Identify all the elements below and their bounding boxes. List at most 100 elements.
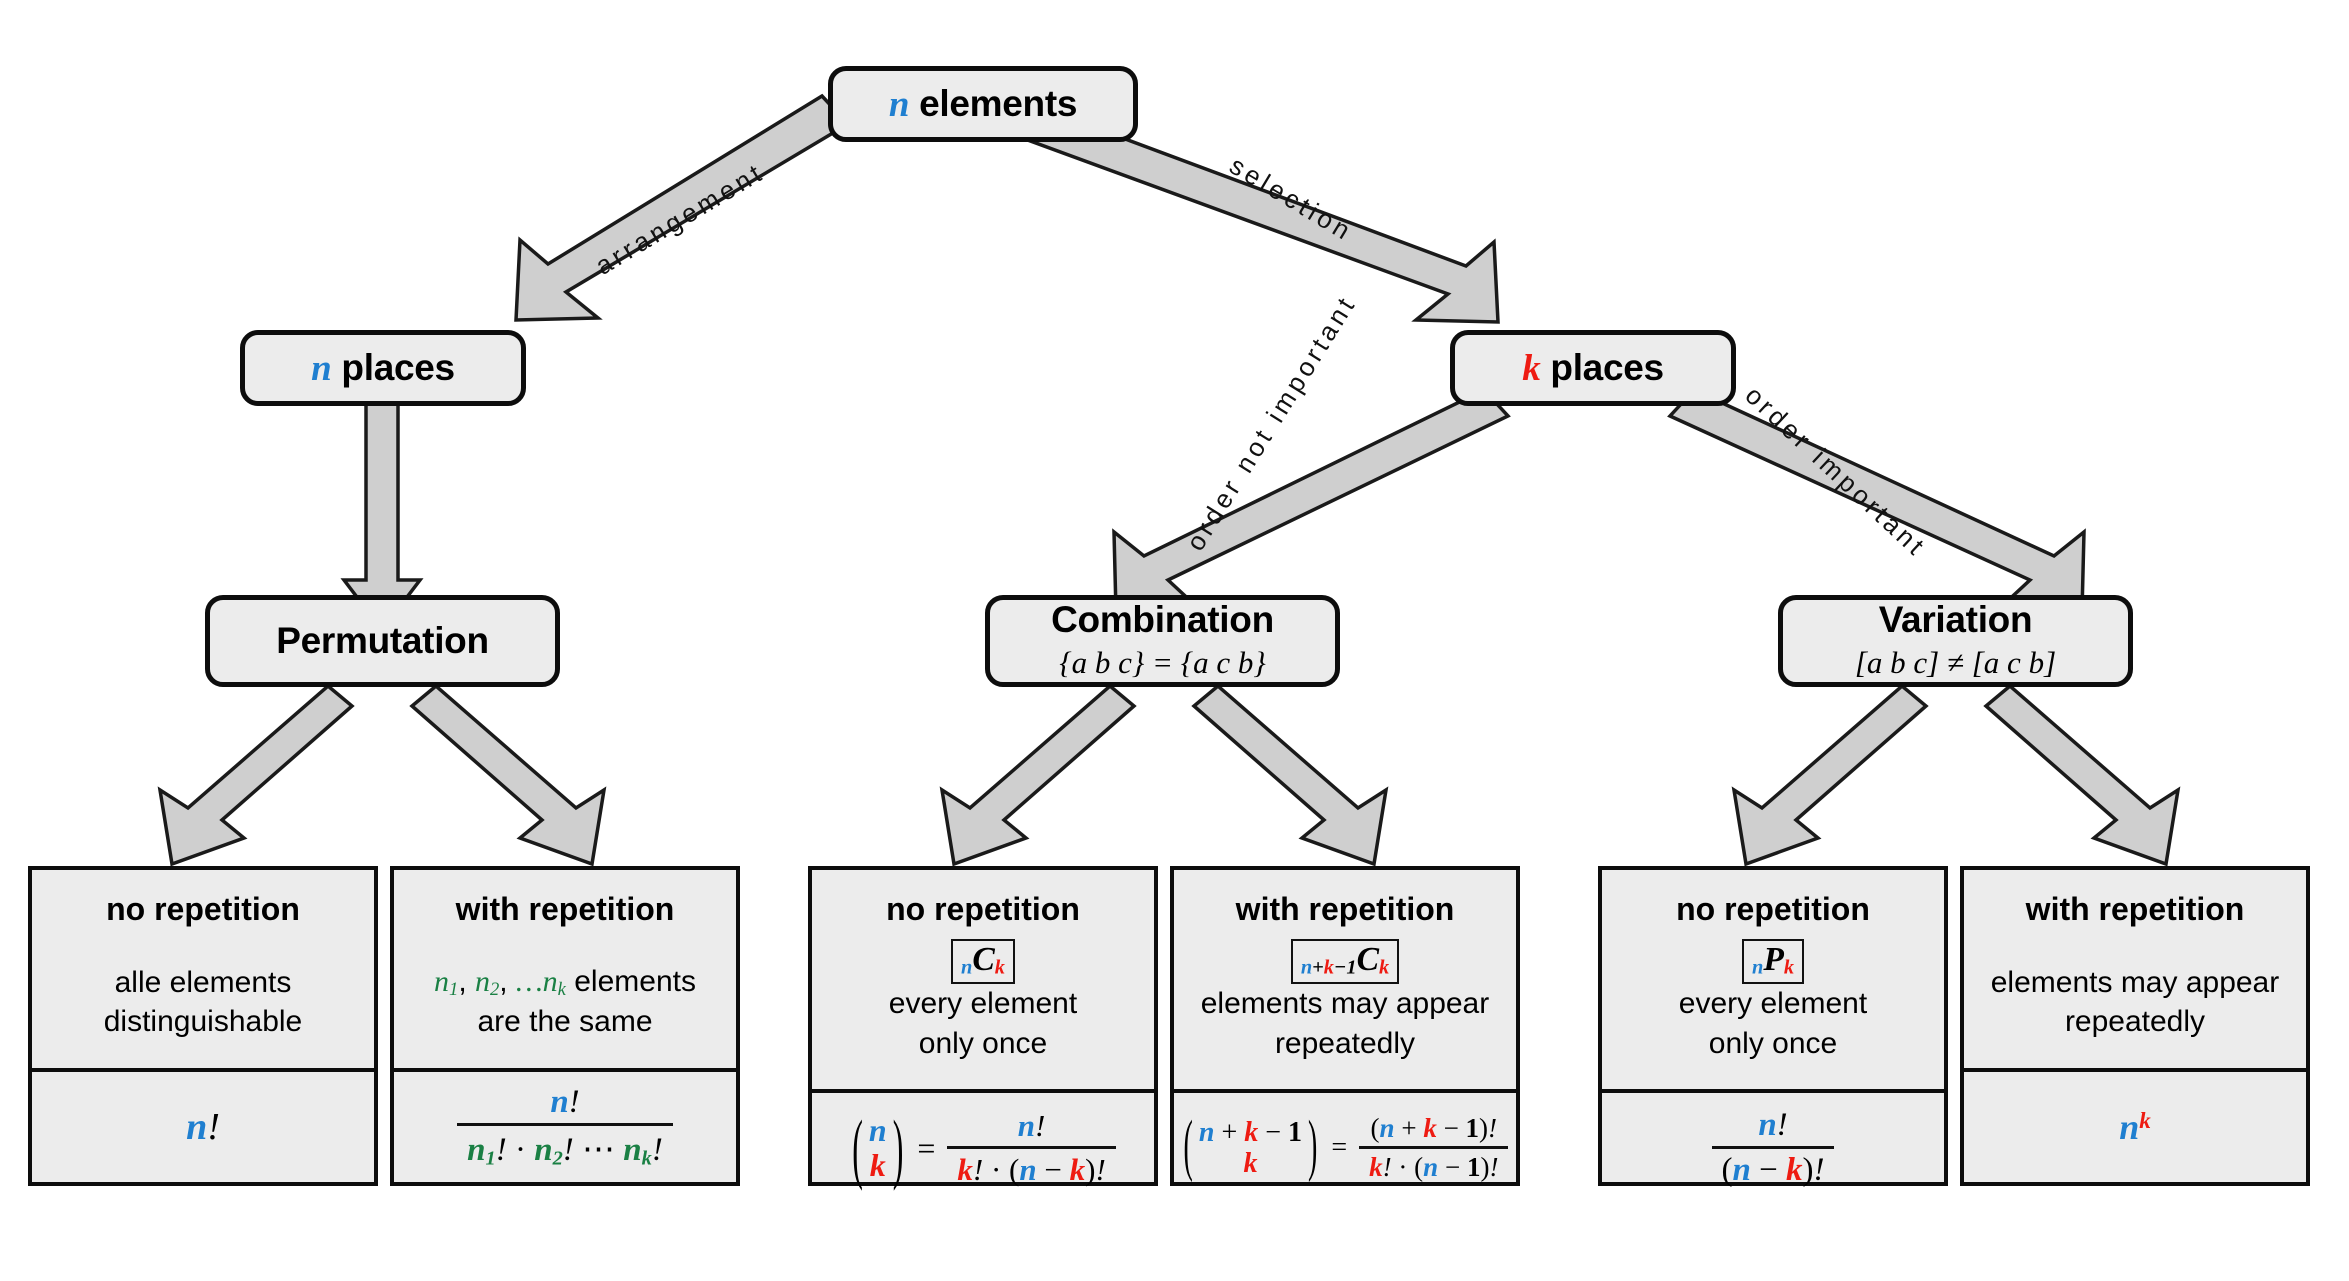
leaf-formula: n! (n − k)! — [1602, 1093, 1944, 1203]
leaf-head: no repetition — [1676, 891, 1870, 927]
binomial-coefficient: ( n + k − 1 k ) — [1182, 1109, 1320, 1185]
symbol-nk: nk — [542, 964, 566, 1000]
leaf-head: no repetition — [106, 891, 300, 927]
leaf-formula: n! n1! · n2! ⋯ nk! — [394, 1072, 736, 1182]
fraction: n! n1! · n2! ⋯ nk! — [457, 1084, 673, 1171]
edge-label-order-not-important: order not important — [1180, 289, 1363, 556]
fraction-numerator: n! — [1758, 1107, 1788, 1144]
leaf-description: elements may appear repeatedly — [1174, 984, 1516, 1063]
symbol-P: P — [1763, 941, 1784, 979]
equals-sign: = — [917, 1129, 936, 1166]
badge-subscript: n+k−1 — [1300, 956, 1357, 979]
node-n-places-label: places — [341, 346, 455, 388]
leaf-upper: with repetition elements may appear repe… — [1964, 870, 2306, 1072]
symbol-C: C — [1356, 941, 1379, 979]
node-variation[interactable]: Variation [a b c] ≠ [a c b] — [1778, 595, 2133, 687]
leaf-desc-line2: repeatedly — [1274, 1026, 1416, 1060]
symbol-n: n — [2119, 1107, 2140, 1147]
arrow-n-places-to-permutation — [340, 386, 424, 633]
fraction-denominator: k! · (n − k)! — [947, 1146, 1116, 1188]
leaf-desc-line1: elements may appear — [1200, 987, 1490, 1021]
edge-label-order-important: order important — [1739, 380, 1933, 564]
node-combination[interactable]: Combination {a b c} = {a c b} — [985, 595, 1340, 687]
leaf-desc-line1: every element — [888, 987, 1078, 1021]
leaf-variation-no-repetition[interactable]: no repetition nPk every element only onc… — [1598, 866, 1948, 1188]
symbol-ellipsis: … — [515, 964, 543, 998]
leaf-desc-line1: n1, n2, …nk elements — [434, 964, 696, 1000]
leaf-description: elements may appear repeatedly — [1964, 963, 2306, 1042]
node-permutation[interactable]: Permutation — [205, 595, 560, 687]
node-variation-sub: [a b c] ≠ [a c b] — [1854, 644, 2057, 680]
arrow-permutation-with-rep — [409, 683, 607, 867]
symbol-n: n — [311, 347, 332, 389]
leaf-formula: n! — [32, 1072, 374, 1182]
edge-label-arrangement: arrangement — [590, 156, 770, 281]
symbol-n: n — [961, 956, 973, 979]
leaf-desc-line2: only once — [1708, 1026, 1838, 1060]
leaf-head: with repetition — [1235, 891, 1455, 927]
symbol-n1: n1 — [434, 964, 459, 1000]
symbol-n: n — [1751, 956, 1764, 979]
leaf-desc-line1: every element — [1678, 987, 1868, 1021]
arrow-variation-no-rep — [1731, 683, 1929, 867]
leaf-formula: ( n + k − 1 k ) = (n + k − 1)! k! · (n −… — [1174, 1093, 1516, 1203]
leaf-description: alle elements distinguishable — [32, 963, 374, 1042]
node-k-places[interactable]: k places — [1450, 330, 1736, 406]
leaf-desc-line2: repeatedly — [2064, 1005, 2206, 1039]
symbol-k: k — [994, 956, 1005, 979]
fraction-denominator: (n − k)! — [1711, 1146, 1835, 1189]
leaf-notation-badge: nPk — [1741, 939, 1805, 985]
paren-left: ( — [852, 1103, 863, 1192]
leaf-formula: nk — [1964, 1072, 2306, 1182]
leaf-variation-with-repetition[interactable]: with repetition elements may appear repe… — [1960, 866, 2310, 1186]
leaf-description: every element only once — [1602, 984, 1944, 1063]
leaf-desc-line2: only once — [918, 1026, 1048, 1060]
symbol-n: n — [868, 1111, 887, 1148]
leaf-combination-no-repetition[interactable]: no repetition nCk every element only onc… — [808, 866, 1158, 1191]
node-n-places-title: n places — [311, 347, 455, 389]
edge-label-selection: selection — [1224, 150, 1359, 248]
node-k-places-label: places — [1550, 346, 1664, 388]
symbol-k: k — [1783, 956, 1795, 979]
paren-right: ) — [892, 1103, 904, 1192]
leaf-notation-badge: n+k−1Ck — [1290, 939, 1400, 985]
fraction-denominator: k! · (n − 1)! — [1359, 1146, 1509, 1183]
leaf-head: no repetition — [886, 891, 1080, 927]
leaf-desc-line2: are the same — [477, 1005, 653, 1039]
paren-left: ( — [1183, 1109, 1193, 1186]
leaf-desc-line2: distinguishable — [103, 1005, 303, 1039]
leaf-upper: with repetition n+k−1Ck elements may app… — [1174, 870, 1516, 1094]
leaf-description: n1, n2, …nk elements are the same — [394, 962, 736, 1042]
power-expression: nk — [2119, 1106, 2151, 1148]
paren-right: ) — [1308, 1109, 1318, 1186]
leaf-description: every element only once — [812, 984, 1154, 1063]
node-root[interactable]: n elements — [828, 66, 1138, 142]
arrow-combination-no-rep — [939, 683, 1137, 867]
fraction: n! (n − k)! — [1711, 1107, 1835, 1189]
arrow-permutation-no-rep — [157, 683, 355, 867]
leaf-formula: ( n k ) = n! k! · (n − k)! — [812, 1093, 1154, 1203]
binom-top: n + k − 1 — [1198, 1117, 1303, 1149]
node-root-title: n elements — [888, 83, 1078, 125]
leaf-upper: no repetition nPk every element only onc… — [1602, 870, 1944, 1094]
node-variation-title: Variation — [1878, 599, 2033, 641]
node-combination-sub: {a b c} = {a c b} — [1059, 644, 1266, 680]
leaf-notation-badge: nCk — [951, 939, 1015, 985]
leaf-head: with repetition — [455, 891, 675, 927]
symbol-k: k — [1243, 1148, 1258, 1180]
symbol-k: k — [1378, 956, 1390, 979]
symbol-n: n — [888, 83, 910, 125]
leaf-permutation-with-repetition[interactable]: with repetition n1, n2, …nk elements are… — [390, 866, 740, 1186]
leaf-combination-with-repetition[interactable]: with repetition n+k−1Ck elements may app… — [1170, 866, 1520, 1186]
leaf-desc-line1: alle elements — [114, 965, 292, 999]
leaf-upper: no repetition nCk every element only onc… — [812, 870, 1154, 1094]
leaf-permutation-no-repetition[interactable]: no repetition alle elements distinguisha… — [28, 866, 378, 1186]
binom-stack: n + k − 1 k — [1195, 1117, 1306, 1180]
symbol-n2: n2 — [474, 964, 500, 1000]
node-n-places[interactable]: n places — [240, 330, 526, 406]
node-k-places-title: k places — [1522, 347, 1664, 389]
node-combination-title: Combination — [1051, 599, 1274, 641]
binomial-coefficient: ( n k ) — [850, 1103, 905, 1191]
fraction-numerator: n! — [550, 1083, 580, 1120]
